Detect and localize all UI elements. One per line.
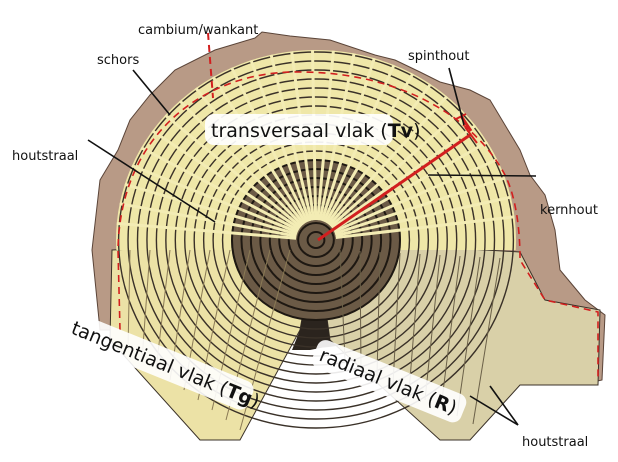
wood-ray xyxy=(116,200,297,238)
grain-line xyxy=(408,253,421,393)
label-spinthout: spinthout xyxy=(408,49,470,64)
growth-ring xyxy=(306,231,326,249)
growth-ring xyxy=(174,105,458,375)
growth-ring xyxy=(297,222,335,258)
wood-ray xyxy=(188,79,306,225)
wood-ray xyxy=(328,88,455,226)
wood-ray xyxy=(116,180,298,236)
wood-ray xyxy=(156,107,302,229)
grain-line xyxy=(339,249,346,361)
wood-ray xyxy=(335,193,516,237)
label-kernhout: kernhout xyxy=(540,203,598,218)
growth-ring xyxy=(127,60,505,420)
grain-line xyxy=(440,255,461,409)
label-houtstraal-top: houtstraal xyxy=(12,149,78,164)
grain-line xyxy=(359,250,362,369)
heartwood-radius xyxy=(317,133,471,242)
transversal-label-bg xyxy=(205,114,393,145)
grain-line xyxy=(392,252,401,385)
wood-ray xyxy=(335,214,516,240)
heartwood-tick xyxy=(464,126,478,144)
wood-ray xyxy=(116,221,297,240)
grain-line xyxy=(376,251,381,377)
wood-ray xyxy=(122,160,299,234)
grain-line xyxy=(456,256,481,417)
wood-ray xyxy=(171,92,304,227)
grain-line xyxy=(472,257,501,425)
wood-ray xyxy=(331,118,485,230)
growth-ring xyxy=(221,150,411,330)
wood-ray xyxy=(332,135,497,232)
label-transversal-plane: transversaal vlak (Tv) xyxy=(211,120,421,142)
cambium-pointer xyxy=(207,32,214,99)
growth-ring xyxy=(146,78,486,402)
growth-ring xyxy=(155,87,477,393)
pointer-lines xyxy=(87,67,537,426)
wood-ray xyxy=(131,141,300,232)
label-schors: schors xyxy=(97,53,139,68)
grain-line xyxy=(424,254,441,401)
wood-ray xyxy=(206,67,307,224)
wood-ray xyxy=(333,154,507,233)
cambium-line xyxy=(117,71,599,380)
wood-ray xyxy=(329,102,471,228)
label-houtstraal-bottom: houtstraal xyxy=(522,435,588,450)
growth-ring xyxy=(136,69,496,411)
wood-ray xyxy=(334,173,516,235)
label-cambium: cambium/wankant xyxy=(138,23,258,38)
wood-ray xyxy=(143,124,301,230)
growth-ring xyxy=(165,96,467,384)
wood-ray xyxy=(326,75,438,225)
